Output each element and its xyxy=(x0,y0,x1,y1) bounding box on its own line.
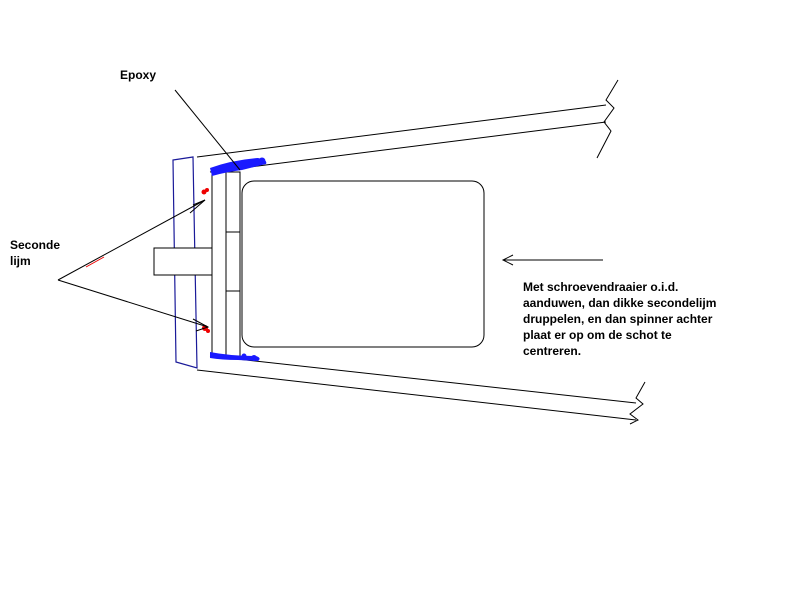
epoxy-fillet-bottom xyxy=(210,352,260,361)
note-arrow xyxy=(501,254,603,266)
seconde-label-line1: Seconde xyxy=(10,238,60,252)
note-line-5: centreren. xyxy=(523,344,581,358)
fuselage-upper-wall xyxy=(196,79,619,173)
spinner-backplate xyxy=(172,156,198,369)
epoxy-leader-line xyxy=(174,89,241,171)
instruction-note: Met schroevendraaier o.i.d. aanduwen, da… xyxy=(523,280,716,358)
note-line-3: druppelen, en dan spinner achter xyxy=(523,312,713,326)
seconde-label-line2: lijm xyxy=(10,254,31,268)
fuselage-lower-wall xyxy=(196,355,646,425)
firewall-bulkhead xyxy=(211,171,241,357)
note-line-4: plaat er op om de schot te xyxy=(523,328,672,342)
motor-body xyxy=(241,180,485,348)
epoxy-label: Epoxy xyxy=(120,68,156,82)
motor-shaft-front xyxy=(153,247,213,276)
seconde-lijm-leader-lines xyxy=(57,199,210,332)
note-line-1: Met schroevendraaier o.i.d. xyxy=(523,280,678,294)
note-line-2: aanduwen, dan dikke secondelijm xyxy=(523,296,716,310)
